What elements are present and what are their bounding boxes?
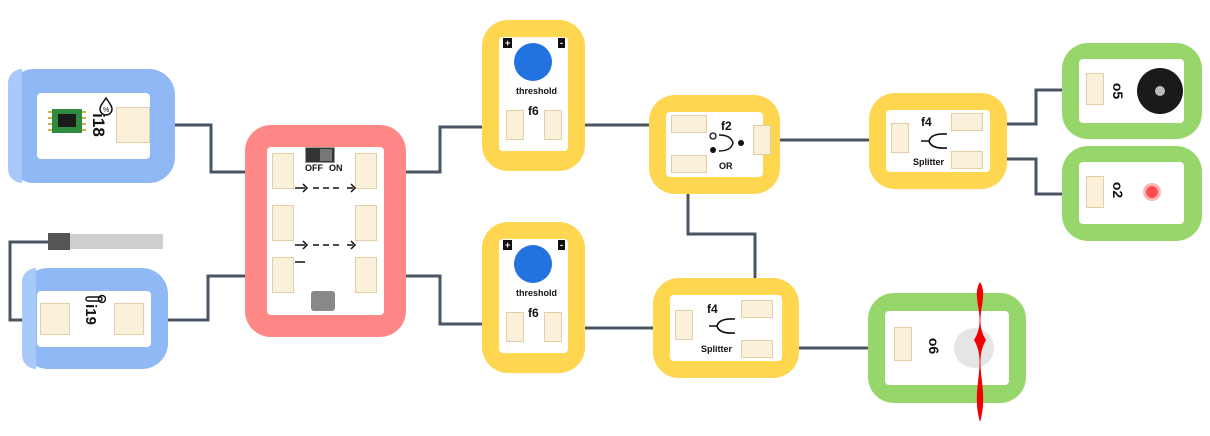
splitter-icon — [709, 318, 736, 334]
module-label-f4-top: f4 — [921, 115, 932, 129]
module-label-f6-bottom: f6 — [528, 306, 539, 320]
threshold-label: threshold — [516, 288, 558, 298]
minus-label: - — [558, 240, 565, 250]
module-i19[interactable]: i19 — [22, 268, 168, 369]
connector[interactable] — [891, 123, 909, 153]
svg-text:%: % — [103, 107, 109, 114]
module-label-o5: o5 — [1110, 82, 1127, 100]
splitter-icon — [921, 133, 948, 149]
temperature-probe-cable — [48, 234, 163, 249]
module-f6-top[interactable]: + - threshold f6 — [482, 20, 585, 171]
module-label-o6: o6 — [926, 337, 943, 355]
module-f4-splitter-bottom[interactable]: f4 Splitter — [653, 278, 799, 378]
switch-on-label: ON — [329, 163, 343, 173]
module-f4-splitter-top[interactable]: f4 Splitter — [869, 93, 1007, 189]
wire-f2-down — [686, 165, 757, 305]
module-label-f6-top: f6 — [528, 104, 539, 118]
fan-blade-icon — [974, 282, 986, 422]
connector[interactable] — [951, 113, 983, 131]
plus-label: + — [503, 38, 513, 48]
module-f2-or[interactable]: f2 OR — [649, 95, 780, 194]
connector[interactable] — [272, 205, 294, 241]
temperature-probe-tip — [48, 233, 70, 250]
connector[interactable] — [355, 153, 377, 189]
module-switch[interactable]: OFF ON — [245, 125, 406, 337]
connector[interactable] — [753, 125, 771, 155]
module-label-or: OR — [719, 161, 733, 171]
connector[interactable] — [544, 312, 562, 342]
connector[interactable] — [355, 205, 377, 241]
toggle-switch[interactable] — [305, 147, 335, 163]
humidity-chip-icon — [48, 109, 86, 133]
switch-off-label: OFF — [305, 163, 323, 173]
connector[interactable] — [114, 303, 144, 335]
connector[interactable] — [1086, 73, 1104, 105]
connector[interactable] — [741, 340, 773, 358]
module-label-f4-bottom: f4 — [707, 302, 718, 316]
module-o5-buzzer[interactable]: o5 — [1062, 43, 1202, 139]
signal-arrows — [295, 183, 357, 263]
buzzer-icon — [1137, 68, 1183, 114]
connector[interactable] — [671, 115, 707, 133]
module-f6-bottom[interactable]: + - threshold f6 — [482, 222, 585, 373]
module-label-f2: f2 — [721, 119, 732, 133]
usb-port-icon — [311, 291, 335, 311]
humidity-drop-icon: % — [99, 96, 113, 116]
connector[interactable] — [272, 257, 294, 293]
connector[interactable] — [1086, 176, 1104, 208]
connector[interactable] — [355, 257, 377, 293]
module-label-i19: i19 — [81, 304, 99, 325]
connector[interactable] — [272, 153, 294, 189]
module-label-o2: o2 — [1110, 181, 1127, 199]
connector[interactable] — [506, 312, 524, 342]
minus-label: - — [558, 38, 565, 48]
connector[interactable] — [116, 107, 150, 143]
plus-label: + — [503, 240, 513, 250]
module-i18[interactable]: i18 % — [8, 69, 175, 183]
led-icon — [1146, 186, 1158, 198]
threshold-label: threshold — [516, 86, 558, 96]
module-label-i18: i18 — [88, 113, 108, 137]
thermometer-icon — [85, 294, 106, 304]
connector[interactable] — [951, 151, 983, 169]
connector[interactable] — [741, 300, 773, 318]
connector[interactable] — [671, 155, 707, 173]
connector[interactable] — [40, 303, 70, 335]
connector[interactable] — [544, 110, 562, 140]
or-gate-icon — [709, 132, 744, 153]
fan-hub — [954, 328, 994, 368]
connector[interactable] — [675, 310, 693, 340]
module-label-splitter-bottom: Splitter — [701, 344, 733, 354]
module-o6-fan[interactable]: o6 — [868, 293, 1026, 403]
module-o2-led[interactable]: o2 — [1062, 146, 1202, 241]
connector[interactable] — [506, 110, 524, 140]
potentiometer-knob[interactable] — [514, 245, 552, 283]
connector[interactable] — [894, 327, 912, 361]
potentiometer-knob[interactable] — [514, 43, 552, 81]
module-label-splitter-top: Splitter — [913, 157, 945, 167]
